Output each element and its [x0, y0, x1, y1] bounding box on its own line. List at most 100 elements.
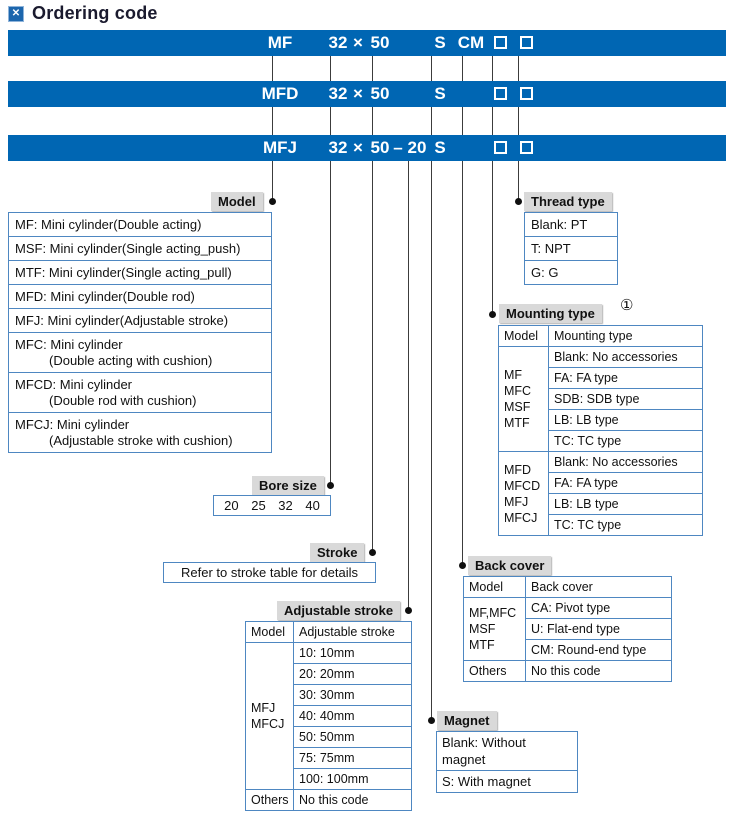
model-row: MTF: Mini cylinder(Single acting_pull) — [9, 260, 271, 284]
connector-back-cover-line — [462, 56, 463, 567]
mounting-group2-models: MFD MFCD MFJ MFCJ — [498, 451, 549, 536]
dot-magnet — [428, 717, 435, 724]
model-code: MTF — [469, 638, 495, 652]
code-times-sign: × — [353, 84, 363, 103]
back-cover-label: Back cover — [468, 556, 552, 575]
dot-thread-type — [515, 198, 522, 205]
code-dash: – — [393, 138, 403, 157]
code-times-sign: × — [353, 138, 363, 157]
model-row-text: MF: Mini cylinder(Double acting) — [15, 217, 202, 232]
adjustable-stroke-label: Adjustable stroke — [277, 601, 401, 620]
page-header: ✕ Ordering code — [8, 3, 158, 24]
table-header-row: Model Mounting type — [498, 325, 703, 347]
col-header-model: Model — [245, 621, 294, 643]
model-row: MF: Mini cylinder(Double acting) — [9, 213, 271, 236]
code-magnet: S — [434, 33, 446, 52]
others-value: No this code — [525, 660, 672, 682]
mounting-option: SDB: SDB type — [548, 388, 703, 410]
back-cover-option: CM: Round-end type — [525, 639, 672, 661]
code-model: MFJ — [263, 138, 297, 157]
others-label: Others — [463, 660, 526, 682]
code-bore: 32 — [328, 33, 348, 52]
model-code: MSF — [469, 622, 496, 636]
model-row: MSF: Mini cylinder(Single acting_push) — [9, 236, 271, 260]
model-row-text: MFJ: Mini cylinder(Adjustable stroke) — [15, 313, 229, 328]
thread-row: T: NPT — [525, 236, 617, 260]
model-code: MFJ — [251, 701, 276, 715]
option-box-thread — [520, 87, 533, 100]
page-title: Ordering code — [32, 3, 158, 23]
mounting-option: TC: TC type — [548, 514, 703, 536]
model-code: MFD — [504, 462, 532, 477]
col-header-model: Model — [498, 325, 549, 347]
code-model: MF — [267, 33, 293, 52]
mounting-option: TC: TC type — [548, 430, 703, 452]
dot-stroke — [369, 549, 376, 556]
others-value: No this code — [293, 789, 412, 811]
code-stroke: 50 — [370, 138, 390, 157]
mounting-option: LB: LB type — [548, 409, 703, 431]
model-row-text: MFCD: Mini cylinder — [15, 377, 133, 392]
code-stroke: 50 — [370, 84, 390, 103]
mounting-option: FA: FA type — [548, 472, 703, 494]
col-header-model: Model — [463, 576, 526, 598]
code-bore: 32 — [328, 84, 348, 103]
model-table: MF: Mini cylinder(Double acting) MSF: Mi… — [8, 212, 272, 453]
ordering-bar-mfd: MFD 32 × 50 S — [8, 81, 726, 107]
model-code: MF — [504, 368, 523, 382]
note-circled-1: ① — [620, 297, 634, 314]
model-code: MFCD — [504, 478, 541, 493]
adjustable-models: MFJ MFCJ — [245, 642, 294, 790]
table-header-row: Model Back cover — [463, 576, 672, 598]
option-box-mounting — [494, 141, 507, 154]
back-cover-table: Model Back cover MF,MFC MSF MTF CA: Pivo… — [463, 576, 672, 682]
stroke-label: Stroke — [310, 543, 365, 562]
section-marker-icon: ✕ — [8, 5, 24, 22]
magnet-row: Blank: Without magnet — [442, 735, 526, 767]
table-row: TC: TC type — [499, 514, 703, 536]
model-code: MFC — [504, 384, 532, 398]
table-row: LB: LB type — [499, 409, 703, 431]
adjustable-option: 10: 10mm — [293, 642, 412, 664]
model-code: MF,MFC — [469, 606, 517, 620]
mounting-option: Blank: No accessories — [548, 346, 703, 368]
mounting-type-table: Model Mounting type MF MFC MSF MTF Blank… — [498, 325, 703, 536]
dot-model — [269, 198, 276, 205]
code-stroke: 50 — [370, 33, 390, 52]
adjustable-stroke-table: Model Adjustable stroke MFJ MFCJ 10: 10m… — [245, 621, 412, 811]
mounting-option: Blank: No accessories — [548, 451, 703, 473]
model-row: MFJ: Mini cylinder(Adjustable stroke) — [9, 308, 271, 332]
dot-bore-size — [327, 482, 334, 489]
magnet-row: S: With magnet — [437, 770, 577, 792]
model-code: MFCJ — [251, 717, 285, 731]
code-model: MFD — [261, 84, 299, 103]
connector-magnet-line — [431, 56, 432, 722]
adjustable-option: 75: 75mm — [293, 747, 412, 769]
model-row: MFD: Mini cylinder(Double rod) — [9, 284, 271, 308]
code-times-sign: × — [353, 33, 363, 52]
thread-type-label: Thread type — [524, 192, 612, 211]
table-row: FA: FA type — [499, 367, 703, 389]
others-label: Others — [245, 789, 294, 811]
model-row-subtext: (Double acting with cushion) — [49, 353, 213, 368]
code-back-cover: CM — [457, 33, 485, 52]
option-box-mounting — [494, 87, 507, 100]
stroke-note: Refer to stroke table for details — [163, 562, 376, 583]
model-row-subtext: (Adjustable stroke with cushion) — [49, 433, 233, 448]
code-magnet: S — [434, 138, 446, 157]
col-header-adjustable-stroke: Adjustable stroke — [293, 621, 412, 643]
bore-size-values: 20 25 32 40 — [213, 495, 331, 516]
connector-adjustable-line — [408, 161, 409, 612]
table-row: Others No this code — [463, 660, 672, 682]
back-cover-option: CA: Pivot type — [525, 597, 672, 619]
connector-model-line — [272, 56, 273, 203]
model-code: MSF — [504, 400, 531, 414]
mounting-type-label: Mounting type — [499, 304, 602, 323]
dot-back-cover — [459, 562, 466, 569]
model-row: MFCD: Mini cylinder (Double rod with cus… — [9, 372, 271, 412]
adjustable-option: 30: 30mm — [293, 684, 412, 706]
mounting-option: LB: LB type — [548, 493, 703, 515]
magnet-label: Magnet — [437, 711, 497, 730]
connector-thread-line — [518, 56, 519, 203]
